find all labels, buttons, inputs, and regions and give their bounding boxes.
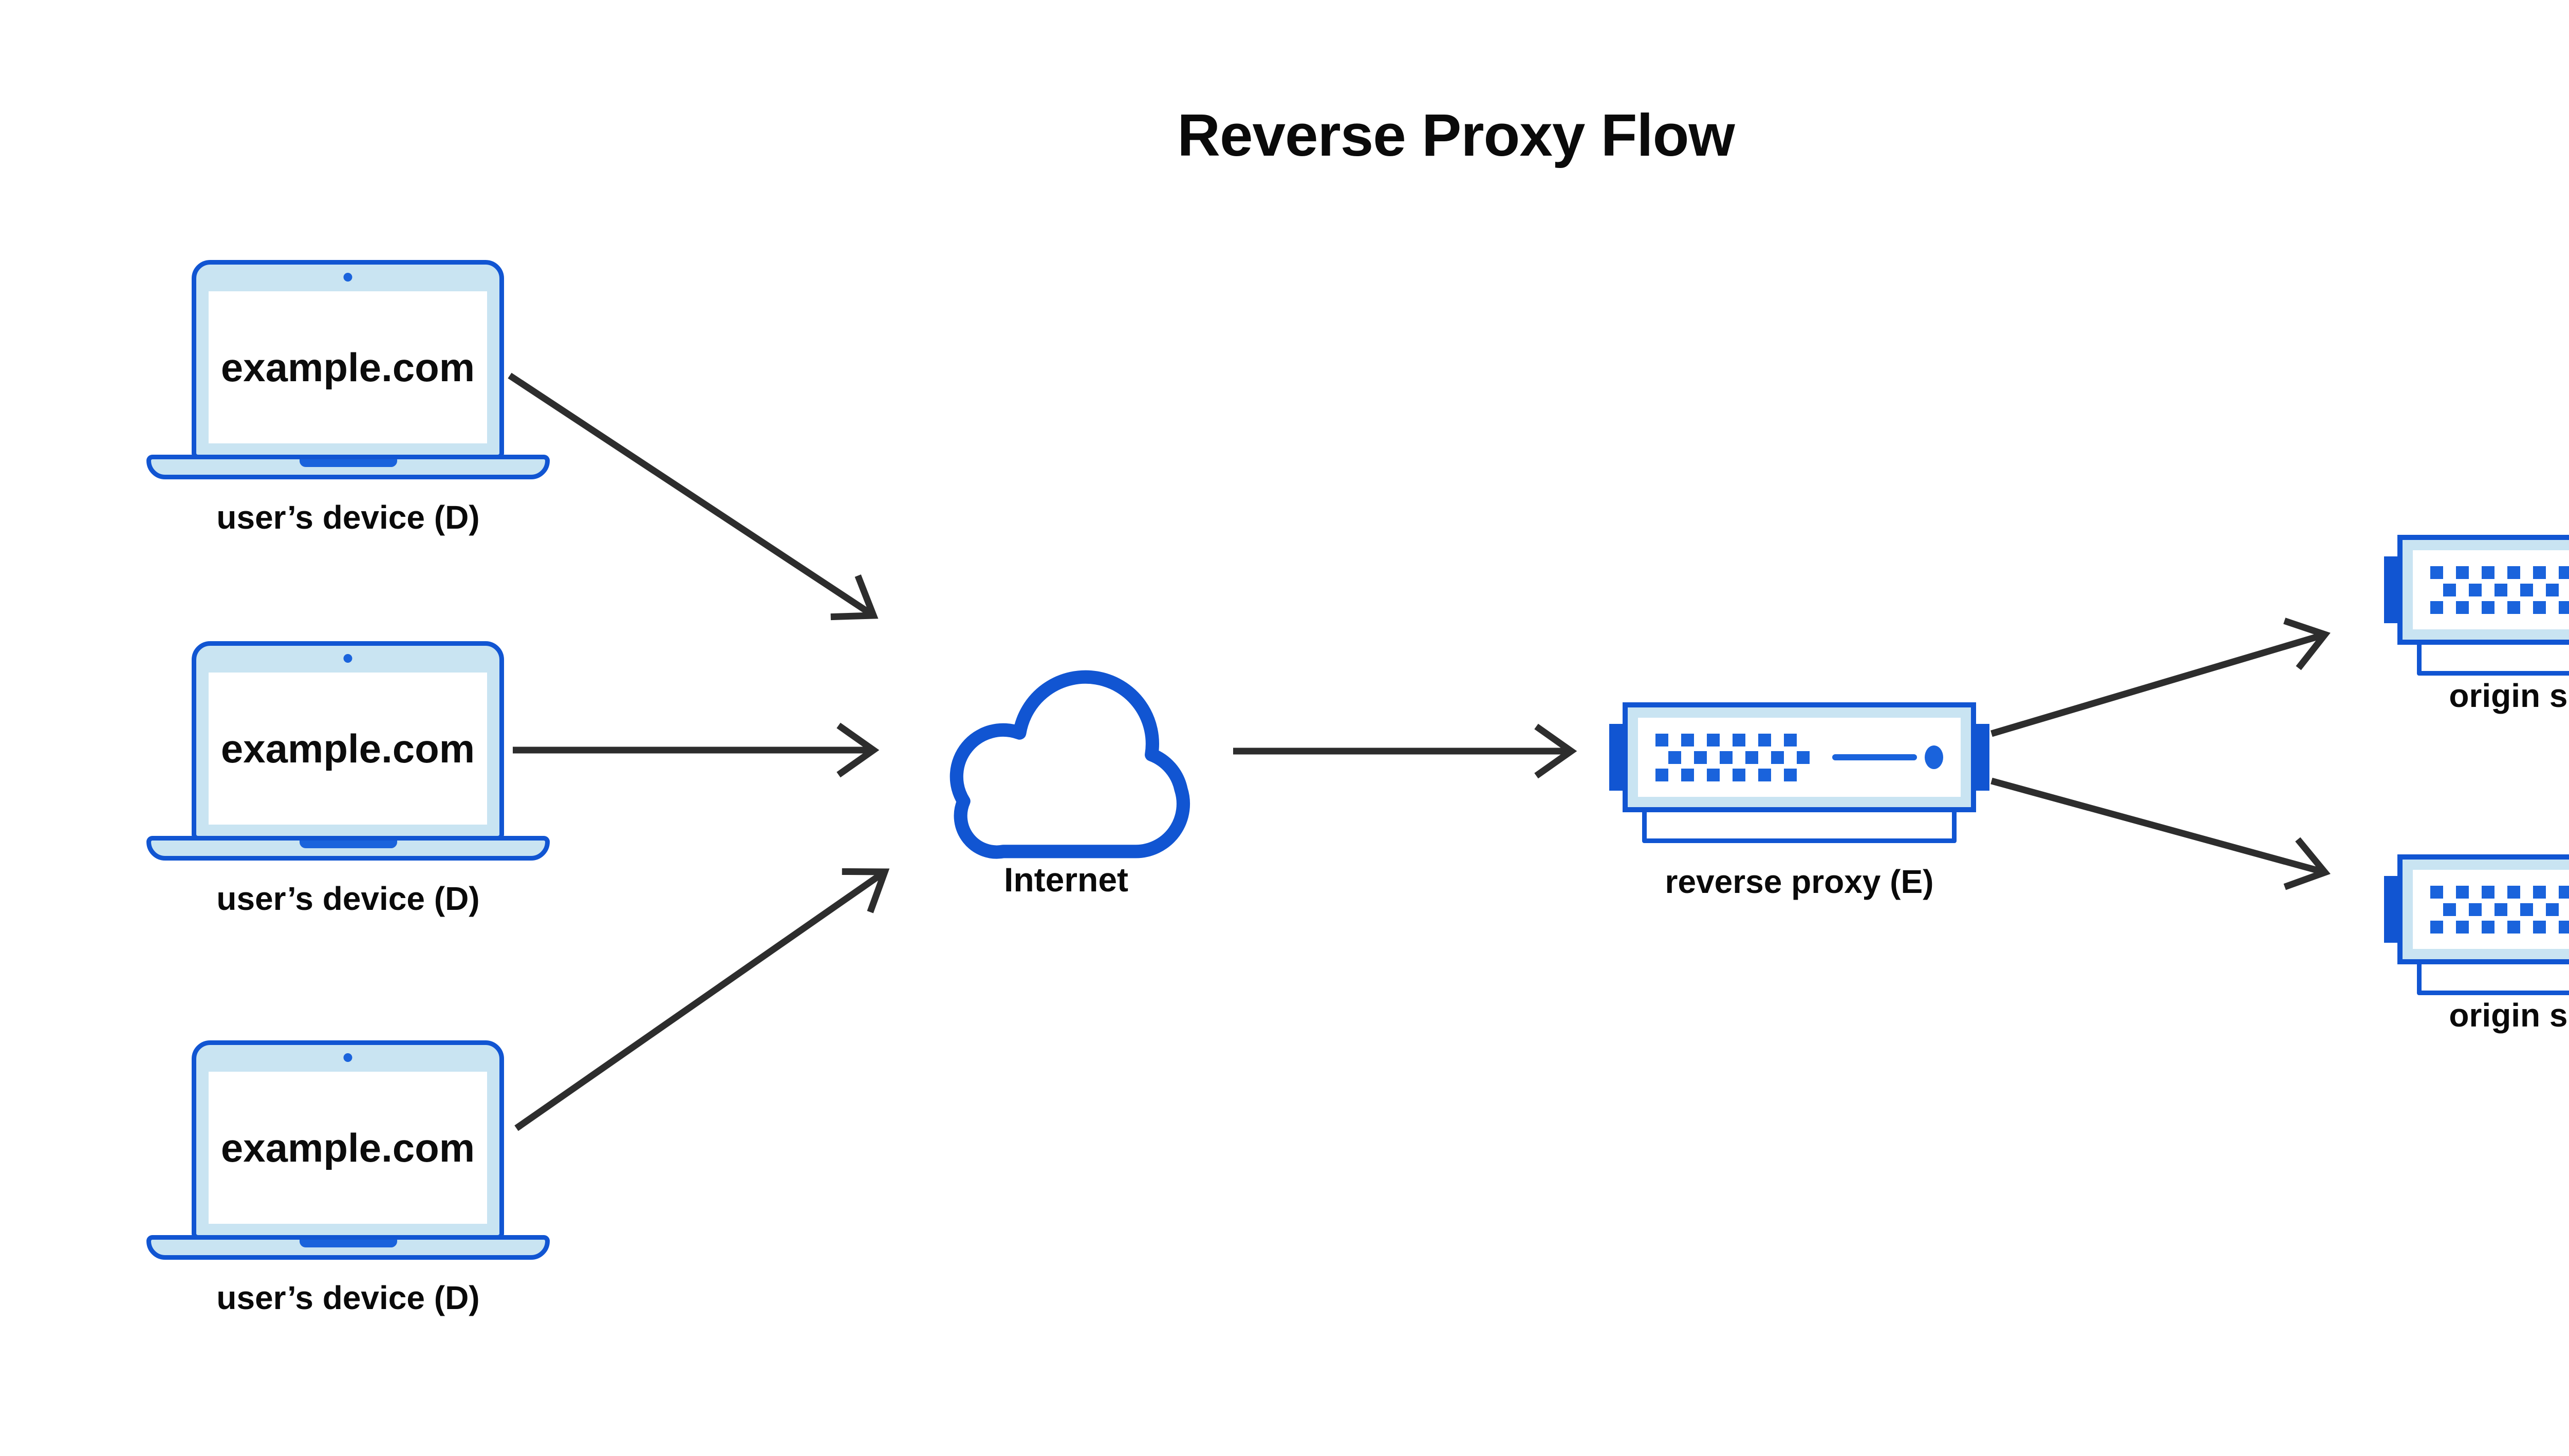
- laptop-screen: example.com: [209, 673, 487, 825]
- laptop-base: [146, 455, 550, 479]
- server-vent-grid-icon: [1655, 733, 1810, 781]
- origin-server-node-2: origin server (F): [2384, 854, 2569, 1060]
- server-front-panel: [2413, 870, 2569, 949]
- reverse-proxy-label: reverse proxy (E): [1665, 863, 1934, 900]
- server-icon: [1623, 702, 1976, 812]
- server-slot-line-icon: [1832, 754, 1917, 760]
- device-screen-text: example.com: [220, 344, 475, 390]
- origin-server-node-1: origin server (F): [2384, 535, 2569, 740]
- camera-dot-icon: [343, 654, 352, 663]
- cloud-icon: [950, 670, 1190, 859]
- camera-dot-icon: [343, 273, 352, 282]
- user-device-node-2: example.com user’s device (D): [146, 641, 550, 939]
- server-front-panel: [2413, 550, 2569, 629]
- reverse-proxy-node: reverse proxy (E): [1609, 702, 1989, 908]
- device-label: user’s device (D): [216, 499, 480, 536]
- device-label: user’s device (D): [216, 880, 480, 917]
- laptop-hinge-notch: [299, 1240, 397, 1247]
- origin-server-label: origin server (F): [2449, 677, 2569, 714]
- arrow-reverse-proxy-to-origin1: [1990, 618, 2331, 737]
- laptop-screen: example.com: [209, 291, 487, 443]
- server-vent-grid-icon: [2430, 566, 2569, 614]
- origin-server-label: origin server (F): [2449, 997, 2569, 1034]
- server-power-led-icon: [1925, 745, 1943, 769]
- device-label: user’s device (D): [216, 1279, 480, 1316]
- camera-dot-icon: [343, 1053, 352, 1062]
- server-front-panel: [1638, 718, 1961, 797]
- laptop-base: [146, 836, 550, 861]
- laptop-icon: example.com: [192, 641, 504, 841]
- diagram-title: Reverse Proxy Flow: [1177, 102, 1735, 169]
- device-screen-text: example.com: [220, 1125, 475, 1170]
- internet-node: Internet: [920, 648, 1213, 916]
- server-vent-grid-icon: [2430, 885, 2569, 934]
- laptop-hinge-notch: [299, 841, 397, 848]
- server-icon: [2397, 535, 2569, 645]
- user-device-node-1: example.com user’s device (D): [146, 260, 550, 558]
- internet-label: Internet: [1003, 861, 1129, 899]
- laptop-hinge-notch: [299, 459, 397, 467]
- arrow-reverse-proxy-to-origin2: [1990, 777, 2331, 890]
- laptop-base: [146, 1235, 550, 1260]
- laptop-icon: example.com: [192, 1040, 504, 1240]
- server-icon: [2397, 854, 2569, 964]
- device-screen-text: example.com: [220, 725, 475, 771]
- laptop-screen: example.com: [209, 1072, 487, 1224]
- arrow-device1-to-internet: [508, 372, 879, 621]
- laptop-icon: example.com: [192, 260, 504, 459]
- arrow-device3-to-internet: [514, 868, 890, 1131]
- user-device-node-3: example.com user’s device (D): [146, 1040, 550, 1338]
